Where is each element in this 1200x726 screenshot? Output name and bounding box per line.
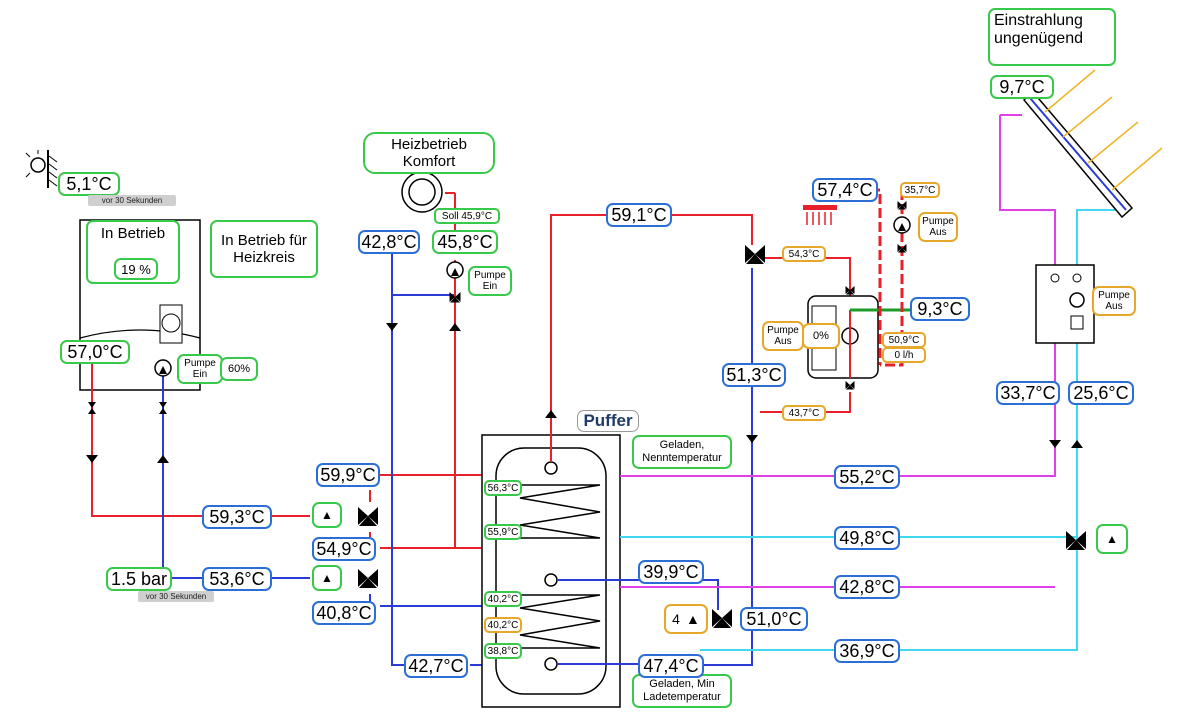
manifold-temp-4: 42,7°C bbox=[404, 654, 468, 678]
dhw-return-small-temp: 43,7°C bbox=[782, 405, 826, 421]
dhw-mix-temp: 54,3°C bbox=[782, 246, 826, 262]
coil-out-temp: 47,4°C bbox=[638, 654, 704, 678]
dhw-cold-temp: 9,3°C bbox=[910, 297, 970, 321]
system-pressure: 1.5 bar bbox=[106, 567, 172, 591]
outdoor-temp-age: vor 30 Sekunden bbox=[88, 195, 176, 206]
dhw-hx-pump-status[interactable]: Pumpe Aus bbox=[762, 321, 804, 351]
manifold-temp-2: 54,9°C bbox=[312, 537, 376, 561]
boiler-pump-status[interactable]: Pumpe Ein bbox=[177, 354, 223, 384]
boiler-line-flow-temp: 59,3°C bbox=[202, 505, 272, 529]
dhw-station bbox=[760, 188, 911, 413]
boiler-flow-valve-icon bbox=[358, 507, 378, 526]
coil-stage-count: 4 bbox=[672, 611, 680, 627]
dhw-circ-pump-status[interactable]: Pumpe Aus bbox=[918, 212, 958, 242]
solar-pump-status[interactable]: Pumpe Aus bbox=[1092, 286, 1136, 316]
boiler-return-up-button[interactable]: ▲ bbox=[312, 565, 342, 591]
pressure-age: vor 30 Sekunden bbox=[138, 591, 214, 602]
heating-mode[interactable]: Heizbetrieb Komfort bbox=[363, 132, 495, 174]
boiler-modulation: 19 % bbox=[114, 258, 158, 280]
boiler-heating-status: In Betrieb für Heizkreis bbox=[210, 220, 318, 278]
buffer-sensor-3: 40,2°C bbox=[484, 591, 522, 607]
buffer-sensor-5: 38,8°C bbox=[484, 643, 522, 659]
manifold-temp-1: 59,9°C bbox=[316, 463, 380, 487]
dhw-circ-temp: 35,7°C bbox=[900, 182, 940, 198]
solar-status: Einstrahlung ungenügend bbox=[988, 8, 1116, 66]
solar-line-2: 49,8°C bbox=[834, 526, 900, 550]
solar-valve-up-button[interactable]: ▲ bbox=[1096, 524, 1128, 554]
coil-stage-control[interactable]: 4▲ bbox=[664, 604, 708, 634]
solar-line-3: 42,8°C bbox=[834, 575, 900, 599]
buffer-status-bottom: Geladen, Min Ladetemperatur bbox=[632, 674, 732, 708]
coil-valve-temp: 51,0°C bbox=[740, 607, 808, 631]
solar-line-1: 55,2°C bbox=[834, 465, 900, 489]
dhw-supply-temp: 59,1°C bbox=[606, 203, 672, 227]
boiler-status: In Betrieb bbox=[100, 225, 166, 242]
collector-temp: 9,7°C bbox=[990, 75, 1054, 99]
dhw-mixing-valve-icon bbox=[745, 245, 765, 264]
coil-valve-icon bbox=[712, 609, 732, 628]
solar-line-4: 36,9°C bbox=[834, 639, 900, 663]
buffer-sensor-4: 40,2°C bbox=[484, 617, 522, 633]
boiler-flow-up-button[interactable]: ▲ bbox=[312, 502, 342, 528]
boiler-pump-speed: 60% bbox=[220, 357, 258, 381]
heating-return-temp: 42,8°C bbox=[358, 230, 420, 254]
coil-up-icon: ▲ bbox=[685, 611, 700, 627]
heating-flow-temp: 45,8°C bbox=[432, 230, 498, 254]
heating-pump-status[interactable]: Pumpe Ein bbox=[468, 266, 512, 296]
dhw-hx-percent: 0% bbox=[802, 323, 840, 349]
boiler-flow-temp: 57,0°C bbox=[60, 340, 130, 364]
dhw-shower-temp: 57,4°C bbox=[812, 178, 878, 202]
solar-flow-temp: 25,6°C bbox=[1068, 381, 1134, 405]
buffer-sensor-2: 55,9°C bbox=[484, 524, 522, 540]
dhw-flow: 0 l/h bbox=[882, 347, 926, 363]
buffer-status-top: Geladen, Nenntemperatur bbox=[632, 435, 732, 469]
solar-station bbox=[1035, 264, 1095, 344]
buffer-sensor-1: 56,3°C bbox=[484, 480, 522, 496]
outdoor-sensor-icon bbox=[25, 150, 58, 188]
coil-in-temp: 39,9°C bbox=[638, 560, 704, 584]
solar-return-temp: 33,7°C bbox=[996, 381, 1060, 405]
dhw-return-temp: 51,3°C bbox=[722, 363, 786, 387]
dhw-hx-temp: 50,9°C bbox=[882, 332, 926, 348]
heating-setpoint: Soll 45,9°C bbox=[434, 208, 500, 224]
boiler-line-return-temp: 53,6°C bbox=[202, 567, 272, 591]
boiler-return-valve-icon bbox=[358, 569, 378, 588]
buffer-title: Puffer bbox=[577, 410, 639, 432]
outdoor-temp: 5,1°C bbox=[58, 172, 120, 196]
manifold-temp-3: 40,8°C bbox=[312, 601, 376, 625]
